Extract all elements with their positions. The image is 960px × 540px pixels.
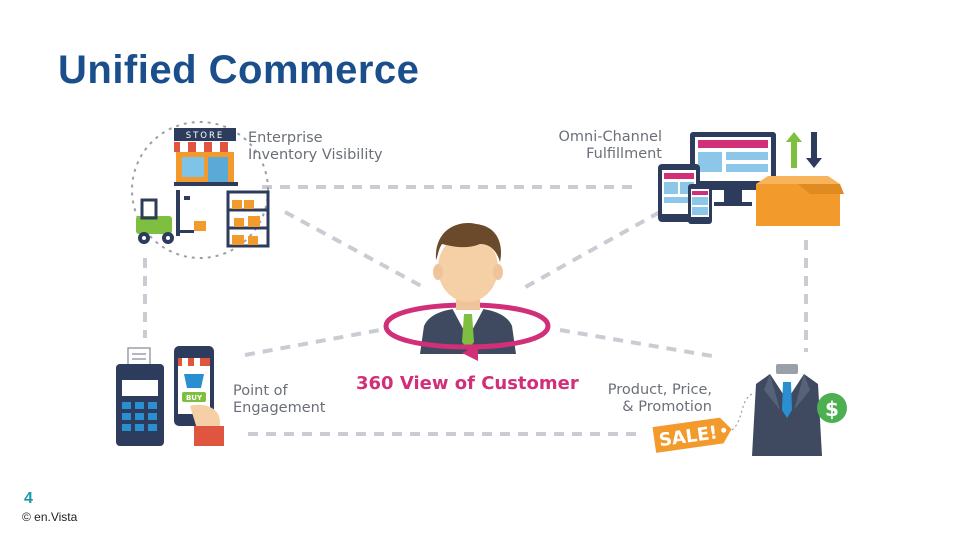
engagement-label: Point of Engagement [233,383,326,417]
inventory-label: Enterprise Inventory Visibility [248,130,383,164]
inventory-label-line1: Enterprise [248,130,323,146]
inventory-ring [131,121,269,259]
fulfillment-label-line2: Fulfillment [586,146,662,162]
fulfillment-label: Omni-Channel Fulfillment [556,129,662,163]
devices-box-icon [658,132,844,226]
page-title: Unified Commerce [58,48,420,92]
promotion-label-line1: Product, Price, [607,382,712,398]
page-number: 4 [24,490,33,507]
engagement-label-line1: Point of [233,383,288,399]
promotion-label-line2: & Promotion [622,399,712,415]
engagement-label-line2: Engagement [233,400,326,416]
buy-button-text: BUY [186,394,203,402]
pos-phone-icon: BUY [116,346,224,446]
center-label: 360 View of Customer [356,373,579,394]
customer-avatar-icon [383,223,551,361]
connector-diag-br [559,328,713,358]
connector-diag-bl [244,328,381,357]
suit-sale-icon: SALE! $ [652,364,847,456]
promotion-label: Product, Price, & Promotion [600,382,712,416]
inventory-label-line2: Inventory Visibility [248,147,383,163]
connector-diag-tl [284,210,426,290]
dollar-symbol: $ [825,397,839,421]
store-sign-text: STORE [186,131,225,141]
store-warehouse-icon: STORE [136,128,270,248]
connector-diag-tr [519,210,661,292]
copyright-text: © en.Vista [22,510,78,524]
fulfillment-label-line1: Omni-Channel [558,129,662,145]
